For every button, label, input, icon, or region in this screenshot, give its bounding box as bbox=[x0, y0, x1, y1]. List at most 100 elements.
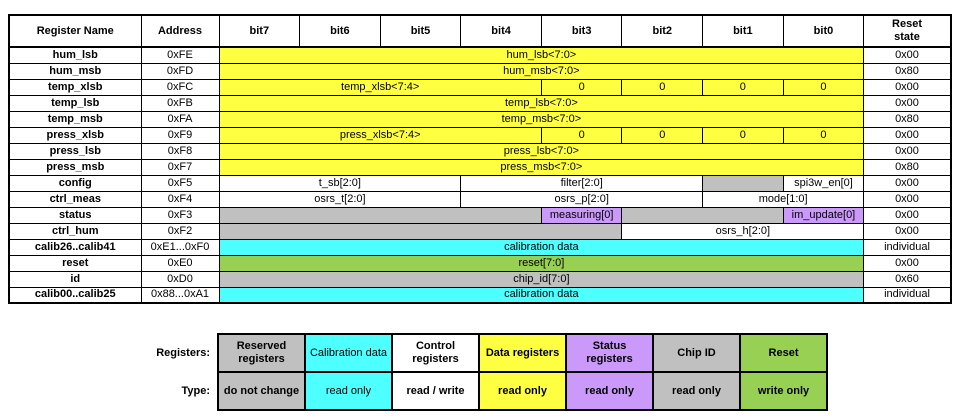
header-bit1: bit1 bbox=[702, 14, 784, 48]
legend-cell: read / write bbox=[391, 371, 480, 411]
reset-state-cell: 0x00 bbox=[863, 94, 952, 112]
reset-state-cell: 0x00 bbox=[863, 190, 952, 208]
bitfield-cell: press_msb<7:0> bbox=[218, 158, 865, 176]
bitfield-cell bbox=[218, 222, 623, 240]
reset-state-cell: 0x00 bbox=[863, 254, 952, 272]
bitfield-cell: osrs_h[2:0] bbox=[621, 222, 865, 240]
register-name-cell: press_xlsb bbox=[8, 126, 142, 144]
address-cell: 0xFE bbox=[140, 46, 220, 64]
legend-cell: Reserved registers bbox=[217, 333, 306, 373]
register-name-cell: status bbox=[8, 206, 142, 224]
register-name-cell: id bbox=[8, 270, 142, 288]
header-bit0: bit0 bbox=[782, 14, 865, 48]
legend-cell: Reset bbox=[739, 333, 828, 373]
legend-cell: Status registers bbox=[565, 333, 654, 373]
register-name-cell: temp_lsb bbox=[8, 94, 142, 112]
reset-state-cell: 0x80 bbox=[863, 62, 952, 80]
address-cell: 0xFD bbox=[140, 62, 220, 80]
legend-cell: read only bbox=[565, 371, 654, 411]
bitfield-cell: 0 bbox=[702, 126, 784, 144]
bitfield-cell: chip_id[7:0] bbox=[218, 270, 865, 288]
bitfield-cell: 0 bbox=[782, 126, 865, 144]
register-name-cell: temp_xlsb bbox=[8, 78, 142, 96]
register-name-cell: calib00..calib25 bbox=[8, 286, 142, 304]
register-name-cell: hum_lsb bbox=[8, 46, 142, 64]
legend-cell: Calibration data bbox=[304, 333, 393, 373]
register-name-cell: temp_msb bbox=[8, 110, 142, 128]
register-map-table: Register Name Address bit7 bit6 bit5 bit… bbox=[8, 14, 952, 304]
address-cell: 0xD0 bbox=[140, 270, 220, 288]
reset-state-cell: 0x00 bbox=[863, 222, 952, 240]
bitfield-cell: spi3w_en[0] bbox=[782, 174, 865, 192]
bitfield-cell: calibration data bbox=[218, 286, 865, 304]
header-address: Address bbox=[140, 14, 220, 48]
reset-state-cell: 0x00 bbox=[863, 78, 952, 96]
bitfield-cell: press_lsb<7:0> bbox=[218, 142, 865, 160]
bitfield-cell: 0 bbox=[621, 78, 704, 96]
bitfield-cell: filter[2:0] bbox=[460, 174, 704, 192]
legend-cell: read only bbox=[478, 371, 567, 411]
address-cell: 0xE0 bbox=[140, 254, 220, 272]
bitfield-cell: osrs_p[2:0] bbox=[460, 190, 704, 208]
bitfield-cell: reset[7:0] bbox=[218, 254, 865, 272]
bitfield-cell: 0 bbox=[702, 78, 784, 96]
legend-cell: Chip ID bbox=[652, 333, 741, 373]
address-cell: 0xF2 bbox=[140, 222, 220, 240]
register-name-cell: press_msb bbox=[8, 158, 142, 176]
table-header-row: Register Name Address bit7 bit6 bit5 bit… bbox=[8, 14, 952, 48]
register-name-cell: ctrl_meas bbox=[8, 190, 142, 208]
bitfield-cell: measuring[0] bbox=[540, 206, 623, 224]
reset-state-cell: 0x00 bbox=[863, 46, 952, 64]
address-cell: 0x88...0xA1 bbox=[140, 286, 220, 304]
register-name-cell: ctrl_hum bbox=[8, 222, 142, 240]
address-cell: 0xF8 bbox=[140, 142, 220, 160]
bitfield-cell: 0 bbox=[540, 126, 623, 144]
header-bit2: bit2 bbox=[621, 14, 704, 48]
bitfield-cell: osrs_t[2:0] bbox=[218, 190, 462, 208]
legend-cell: Data registers bbox=[478, 333, 567, 373]
reset-state-cell: 0x80 bbox=[863, 158, 952, 176]
bitfield-cell: press_xlsb<7:4> bbox=[218, 126, 542, 144]
reset-state-cell: 0x00 bbox=[863, 206, 952, 224]
reset-state-cell: 0x00 bbox=[863, 126, 952, 144]
address-cell: 0xF9 bbox=[140, 126, 220, 144]
address-cell: 0xF5 bbox=[140, 174, 220, 192]
header-bit3: bit3 bbox=[540, 14, 623, 48]
bitfield-cell: temp_lsb<7:0> bbox=[218, 94, 865, 112]
address-cell: 0xE1...0xF0 bbox=[140, 238, 220, 256]
address-cell: 0xF4 bbox=[140, 190, 220, 208]
legend-cell: do not change bbox=[217, 371, 306, 411]
bitfield-cell: mode[1:0] bbox=[702, 190, 865, 208]
reset-state-cell: individual bbox=[863, 238, 952, 256]
bitfield-cell: 0 bbox=[782, 78, 865, 96]
address-cell: 0xFA bbox=[140, 110, 220, 128]
register-name-cell: reset bbox=[8, 254, 142, 272]
bitfield-cell bbox=[218, 206, 542, 224]
bitfield-cell: hum_msb<7:0> bbox=[218, 62, 865, 80]
bitfield-cell: t_sb[2:0] bbox=[218, 174, 462, 192]
register-name-cell: calib26..calib41 bbox=[8, 238, 142, 256]
address-cell: 0xF3 bbox=[140, 206, 220, 224]
bitfield-cell: 0 bbox=[621, 126, 704, 144]
legend-cell: read only bbox=[652, 371, 741, 411]
address-cell: 0xF7 bbox=[140, 158, 220, 176]
header-bit4: bit4 bbox=[460, 14, 542, 48]
header-reset-state: Reset state bbox=[863, 14, 952, 48]
bitfield-cell: calibration data bbox=[218, 238, 865, 256]
bitfield-cell: 0 bbox=[540, 78, 623, 96]
